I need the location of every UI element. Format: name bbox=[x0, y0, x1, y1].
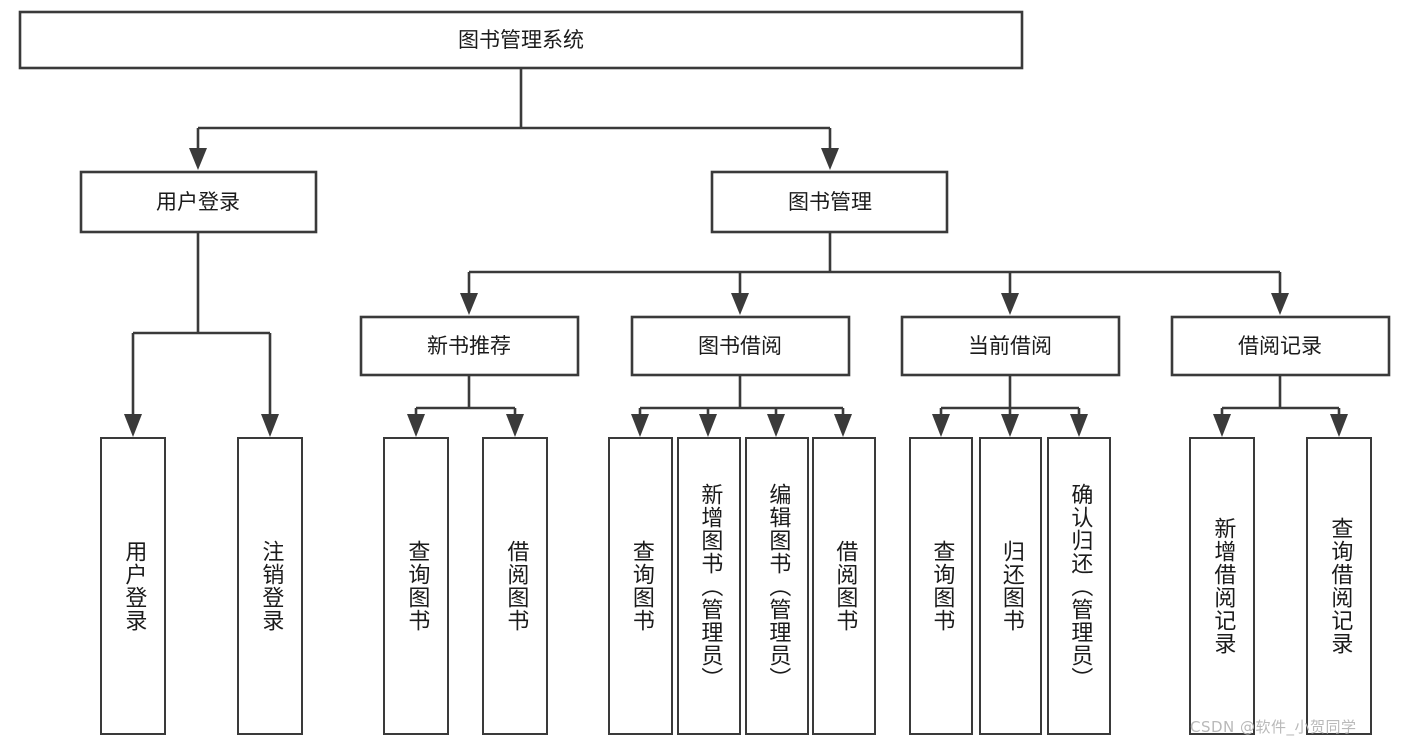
arrow-head-current-borrow bbox=[1001, 293, 1019, 315]
connector-user-login-to-leaves bbox=[124, 232, 279, 437]
connector-borrow-record-to-leaves bbox=[1213, 375, 1348, 437]
leaf-node-edit-book-admin[interactable]: 编辑图书（管理员） bbox=[745, 437, 809, 735]
node-new-book-recommend-box[interactable] bbox=[359, 315, 580, 377]
node-user-login-label: 用户登录 bbox=[156, 190, 240, 214]
leaf-node-query-book-bb-label: 查询图书 bbox=[628, 540, 654, 632]
node-book-borrow-label: 图书借阅 bbox=[698, 334, 782, 358]
leaf-node-confirm-return-admin[interactable]: 确认归还（管理员） bbox=[1047, 437, 1111, 735]
node-borrow-record-label: 借阅记录 bbox=[1238, 334, 1322, 358]
node-book-management-label: 图书管理 bbox=[788, 190, 872, 214]
connector-new-book-rec-to-leaves bbox=[407, 375, 524, 437]
leaf-node-query-book-bb[interactable]: 查询图书 bbox=[608, 437, 673, 735]
node-new-book-recommend[interactable]: 新书推荐 bbox=[359, 315, 580, 377]
node-book-management[interactable]: 图书管理 bbox=[710, 170, 949, 234]
arrow-head-user-login bbox=[189, 148, 207, 170]
leaf-node-borrow-book-bb[interactable]: 借阅图书 bbox=[812, 437, 876, 735]
leaf-node-borrow-book-bb-label: 借阅图书 bbox=[832, 540, 858, 632]
node-current-borrow[interactable]: 当前借阅 bbox=[900, 315, 1121, 377]
arrow-head-cb-2 bbox=[1001, 414, 1019, 437]
leaf-node-return-book[interactable]: 归还图书 bbox=[979, 437, 1042, 735]
leaf-node-add-book-admin[interactable]: 新增图书（管理员） bbox=[677, 437, 741, 735]
connector-current-borrow-to-leaves bbox=[932, 375, 1088, 437]
arrow-head-cb-1 bbox=[932, 414, 950, 437]
leaf-node-query-book-cb[interactable]: 查询图书 bbox=[909, 437, 973, 735]
leaf-node-query-borrow-record-label: 查询借阅记录 bbox=[1327, 517, 1353, 655]
arrow-head-nbr-1 bbox=[407, 414, 425, 437]
node-current-borrow-box[interactable] bbox=[900, 315, 1121, 377]
arrow-head-leaf-user-login bbox=[124, 414, 142, 437]
arrow-head-book-borrow bbox=[731, 293, 749, 315]
arrow-head-new-book-rec bbox=[460, 293, 478, 315]
arrow-head-br-1 bbox=[1213, 414, 1231, 437]
leaf-node-add-borrow-record[interactable]: 新增借阅记录 bbox=[1189, 437, 1255, 735]
connector-book-borrow-to-leaves bbox=[631, 375, 852, 437]
leaf-node-logout-label: 注销登录 bbox=[258, 540, 284, 632]
connector-book-mgmt-to-level3 bbox=[460, 232, 1289, 315]
node-new-book-recommend-label: 新书推荐 bbox=[427, 334, 511, 358]
leaf-node-user-login-label: 用户登录 bbox=[121, 540, 147, 632]
leaf-node-borrow-book-nbr-label: 借阅图书 bbox=[503, 540, 529, 632]
node-current-borrow-label: 当前借阅 bbox=[968, 334, 1052, 358]
node-root-label: 图书管理系统 bbox=[458, 28, 584, 52]
leaf-node-edit-book-admin-label: 编辑图书（管理员） bbox=[765, 482, 791, 690]
arrow-head-cb-3 bbox=[1070, 414, 1088, 437]
node-borrow-record[interactable]: 借阅记录 bbox=[1170, 315, 1391, 377]
node-book-borrow-box[interactable] bbox=[630, 315, 851, 377]
node-root[interactable]: 图书管理系统 bbox=[18, 10, 1024, 70]
arrow-head-leaf-logout bbox=[261, 414, 279, 437]
leaf-node-borrow-book-nbr[interactable]: 借阅图书 bbox=[482, 437, 548, 735]
arrow-head-book-mgmt bbox=[821, 148, 839, 170]
csdn-watermark: CSDN @软件_小贺同学 bbox=[1190, 718, 1357, 736]
leaf-node-add-borrow-record-label: 新增借阅记录 bbox=[1210, 517, 1236, 655]
leaf-node-confirm-return-admin-label: 确认归还（管理员） bbox=[1067, 482, 1093, 690]
leaf-node-logout[interactable]: 注销登录 bbox=[237, 437, 303, 735]
arrow-head-nbr-2 bbox=[506, 414, 524, 437]
leaf-node-query-book-nbr-label: 查询图书 bbox=[404, 540, 430, 632]
leaf-node-add-book-admin-label: 新增图书（管理员） bbox=[697, 482, 723, 690]
arrow-head-borrow-record bbox=[1271, 293, 1289, 315]
node-book-borrow[interactable]: 图书借阅 bbox=[630, 315, 851, 377]
leaf-node-query-borrow-record[interactable]: 查询借阅记录 bbox=[1306, 437, 1372, 735]
arrow-head-bb-3 bbox=[767, 414, 785, 437]
leaf-node-return-book-label: 归还图书 bbox=[998, 540, 1024, 632]
arrow-head-br-2 bbox=[1330, 414, 1348, 437]
node-root-box[interactable] bbox=[18, 10, 1024, 70]
connector-root-to-level2 bbox=[189, 68, 839, 170]
arrow-head-bb-4 bbox=[834, 414, 852, 437]
leaf-node-user-login[interactable]: 用户登录 bbox=[100, 437, 166, 735]
arrow-head-bb-1 bbox=[631, 414, 649, 437]
leaf-node-query-book-cb-label: 查询图书 bbox=[929, 540, 955, 632]
node-user-login[interactable]: 用户登录 bbox=[79, 170, 318, 234]
arrow-head-bb-2 bbox=[699, 414, 717, 437]
leaf-node-query-book-nbr[interactable]: 查询图书 bbox=[383, 437, 449, 735]
